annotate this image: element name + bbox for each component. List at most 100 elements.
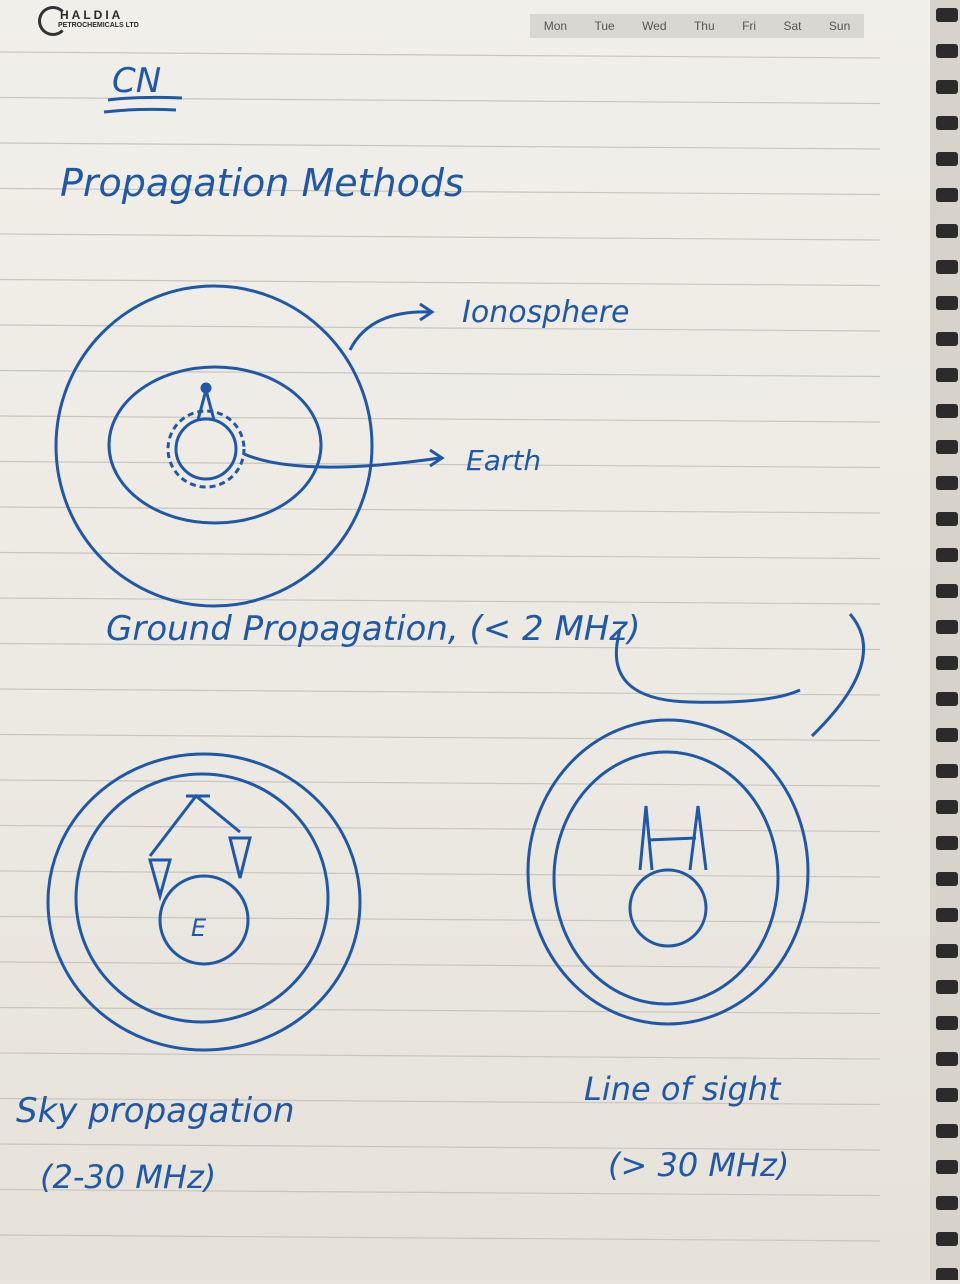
rule-line — [0, 551, 881, 560]
spiral-ring — [936, 908, 958, 922]
day-wed: Wed — [642, 19, 667, 33]
day-thu: Thu — [693, 19, 715, 33]
spiral-ring — [936, 1196, 958, 1210]
spiral-ring — [936, 1052, 958, 1066]
spiral-ring — [936, 296, 958, 310]
spiral-ring — [936, 476, 958, 490]
subject-underline-2 — [103, 107, 177, 114]
sky-earth-letter: E — [191, 914, 207, 942]
spiral-ring — [936, 1160, 958, 1174]
rule-line — [0, 1143, 881, 1151]
rule-line — [0, 506, 881, 514]
rule-line — [0, 961, 881, 969]
rule-line — [0, 597, 881, 605]
rule-line — [0, 642, 881, 651]
sky-propagation-diagram — [46, 752, 362, 1052]
line-of-sight-diagram — [526, 718, 810, 1026]
rule-line — [0, 870, 881, 878]
ground-caption-bracket-left — [614, 629, 801, 704]
ground-caption: Ground Propagation, (< 2 MHz) — [106, 609, 641, 649]
los-caption-line1: Line of sight — [584, 1070, 782, 1108]
rule-line — [0, 187, 881, 196]
spiral-ring — [936, 368, 958, 382]
spiral-ring — [936, 1232, 958, 1246]
sky-antenna-right-icon — [228, 836, 252, 879]
los-caption-line2: (> 30 MHz) — [608, 1146, 789, 1184]
day-sat: Sat — [783, 19, 802, 33]
spiral-ring — [936, 548, 958, 562]
spiral-ring — [936, 152, 958, 166]
spiral-ring — [936, 764, 958, 778]
los-antenna-left-icon — [638, 805, 654, 871]
los-middle-circle — [552, 750, 780, 1006]
spiral-ring — [936, 692, 958, 706]
rule-line — [0, 460, 881, 469]
spiral-ring — [936, 224, 958, 238]
spiral-ring — [936, 332, 958, 346]
label-ionosphere: Ionosphere — [462, 295, 630, 330]
spiral-ring — [936, 44, 958, 58]
ground-caption-bracket-right — [810, 613, 865, 738]
rule-line — [0, 1188, 881, 1197]
sky-wave-path — [148, 793, 241, 857]
day-fri: Fri — [742, 19, 757, 33]
spiral-ring — [936, 440, 958, 454]
spiral-ring — [936, 512, 958, 526]
day-tue: Tue — [594, 19, 615, 33]
rule-line — [0, 324, 881, 332]
company-logo: HALDIA PETROCHEMICALS LTD — [38, 4, 148, 38]
earth-outline — [166, 409, 246, 489]
subject-underline-1 — [107, 95, 183, 102]
rule-line — [0, 824, 881, 833]
earth-arrow — [243, 452, 441, 469]
ground-propagation-diagram — [54, 284, 445, 608]
spiral-ring — [936, 728, 958, 742]
rule-line — [0, 233, 881, 241]
spiral-ring — [936, 656, 958, 670]
rule-line — [0, 733, 881, 742]
spiral-ring — [936, 980, 958, 994]
rule-line — [0, 688, 881, 696]
spiral-ring — [936, 872, 958, 886]
los-outer-circle — [526, 718, 810, 1026]
ionosphere-arrowhead-icon — [419, 302, 435, 322]
subject-heading: CN — [112, 61, 161, 101]
logo-ring-icon — [38, 6, 68, 36]
spiral-ring — [936, 944, 958, 958]
earth-arrowhead-icon — [429, 448, 445, 468]
spiral-ring — [936, 620, 958, 634]
spiral-ring — [936, 1016, 958, 1030]
ruled-lines — [0, 51, 881, 1242]
spiral-ring — [936, 836, 958, 850]
sky-antenna-left-icon — [148, 858, 172, 902]
spiral-binding — [930, 0, 960, 1282]
sky-caption-line1: Sky propagation — [16, 1091, 295, 1131]
rule-line — [0, 278, 881, 287]
rule-line — [0, 1052, 881, 1060]
antenna-tip — [200, 382, 212, 394]
spiral-ring — [936, 1088, 958, 1102]
los-earth-circle — [628, 868, 708, 948]
day-mon: Mon — [543, 19, 568, 33]
rule-line — [0, 779, 881, 787]
day-sun: Sun — [828, 19, 851, 33]
spiral-ring — [936, 800, 958, 814]
page-title: Propagation Methods — [60, 161, 464, 205]
los-direct-wave — [647, 836, 697, 842]
ionosphere-circle — [54, 284, 374, 608]
rule-line — [0, 915, 881, 924]
ionosphere-arrow — [348, 310, 431, 351]
rule-line — [0, 1234, 881, 1242]
sky-middle-circle — [74, 772, 330, 1024]
spiral-ring — [936, 116, 958, 130]
spiral-ring — [936, 80, 958, 94]
label-earth: Earth — [466, 444, 541, 477]
rule-line — [0, 51, 881, 59]
antenna-icon — [196, 384, 216, 421]
logo-subtitle: PETROCHEMICALS LTD — [58, 22, 139, 29]
spiral-ring — [936, 8, 958, 22]
rule-line — [0, 415, 881, 423]
spiral-ring — [936, 584, 958, 598]
sky-caption-line2: (2-30 MHz) — [40, 1158, 216, 1196]
